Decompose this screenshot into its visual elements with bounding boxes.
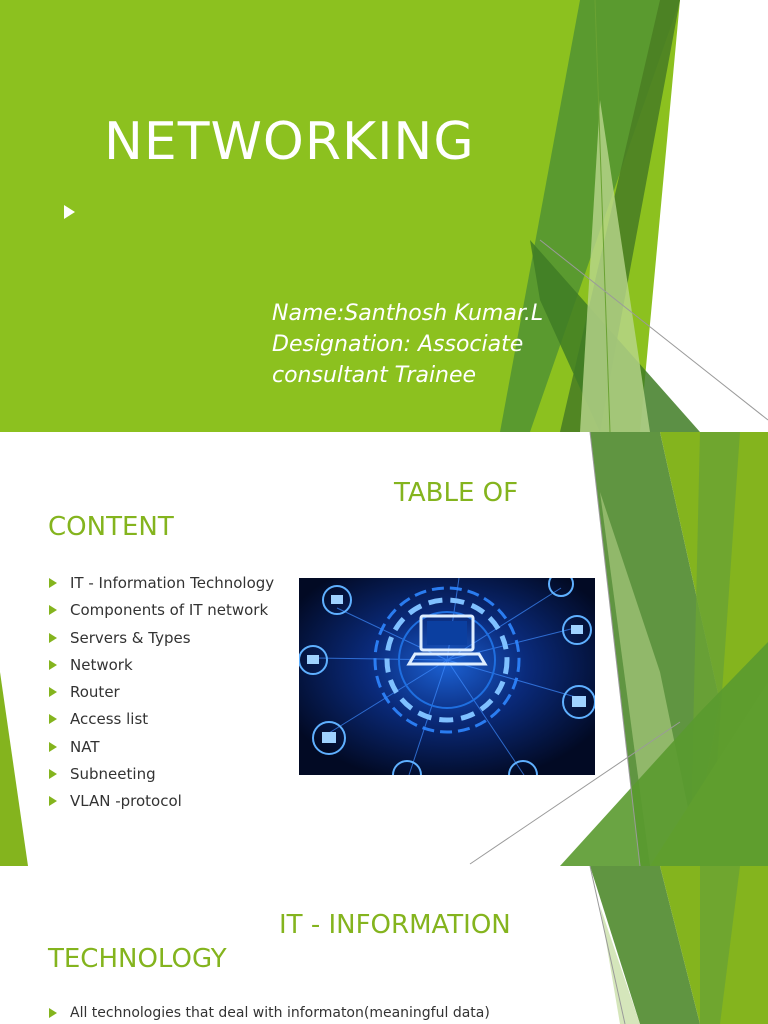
- list-item: VLAN -protocol: [48, 791, 274, 818]
- presenter-name: Name:Santhosh Kumar.L: [272, 301, 544, 326]
- toc-list: IT - Information Technology Components o…: [48, 573, 274, 819]
- bullet-triangle-icon: [49, 659, 57, 670]
- bullet-triangle-icon: [49, 1008, 57, 1018]
- bullet-triangle-icon: [49, 605, 57, 616]
- toc-heading: TABLE OF: [394, 478, 519, 508]
- toc-heading-cont: CONTENT: [48, 512, 174, 542]
- it-information-technology-slide: IT - INFORMATION TECHNOLOGY All technolo…: [0, 866, 768, 1024]
- presenter-designation-cont: consultant Trainee: [272, 363, 477, 388]
- slide-title: NETWORKING: [104, 112, 475, 172]
- bullet-triangle-icon: [49, 796, 57, 807]
- section-heading-cont: TECHNOLOGY: [48, 944, 227, 974]
- list-item: Servers & Types: [48, 628, 274, 655]
- bullet-triangle-icon: [49, 714, 57, 725]
- slide-decoration: [0, 432, 768, 866]
- bullet-triangle-icon: [49, 578, 57, 588]
- list-item: All technologies that deal with informat…: [48, 1003, 490, 1024]
- bullet-triangle-icon: [49, 741, 57, 752]
- bullet-triangle-icon: [49, 687, 57, 698]
- network-laptop-image: [299, 578, 595, 775]
- list-item: IT - Information Technology: [48, 573, 274, 600]
- slide-decoration: [500, 0, 768, 432]
- presenter-info: Name:Santhosh Kumar.L Designation: Assoc…: [272, 298, 602, 391]
- slide-decoration: [589, 866, 768, 1024]
- list-item: NAT: [48, 737, 274, 764]
- list-item: Subneeting: [48, 764, 274, 791]
- presenter-designation: Designation: Associate: [272, 332, 524, 357]
- bullet-triangle-icon: [64, 205, 75, 219]
- section-list: All technologies that deal with informat…: [48, 1003, 490, 1024]
- list-item: Access list: [48, 709, 274, 736]
- bullet-triangle-icon: [49, 769, 57, 780]
- list-item: Components of IT network: [48, 600, 274, 627]
- list-item: Network: [48, 655, 274, 682]
- title-slide: NETWORKING Name:Santhosh Kumar.L Designa…: [0, 0, 768, 432]
- list-item: Router: [48, 682, 274, 709]
- bullet-triangle-icon: [49, 632, 57, 643]
- table-of-content-slide: TABLE OF CONTENT IT - Information Techno…: [0, 432, 768, 866]
- section-heading: IT - INFORMATION: [279, 910, 511, 940]
